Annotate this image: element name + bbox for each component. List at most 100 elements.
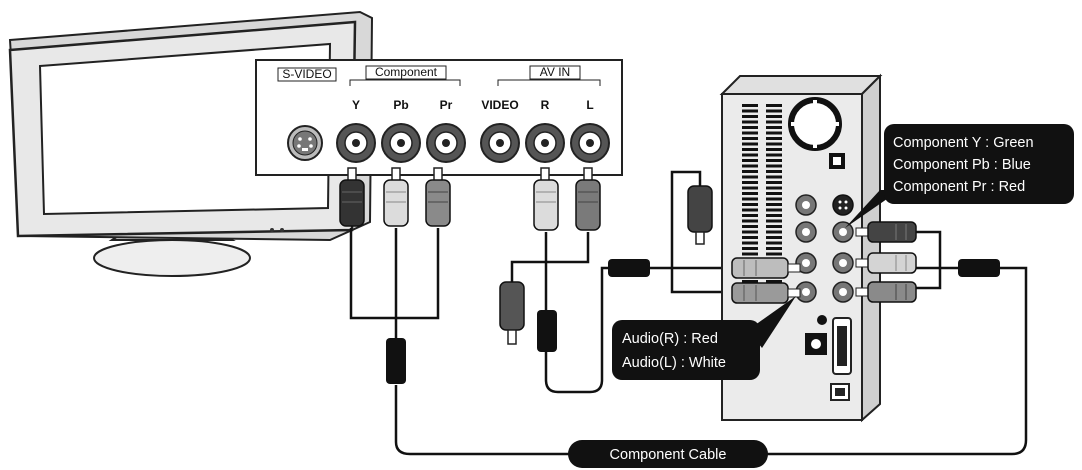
vent-slot xyxy=(766,120,782,124)
callout-component-pb: Component Pb : Blue xyxy=(893,157,1031,173)
vent-slot xyxy=(766,104,782,107)
vent-slot xyxy=(766,137,782,140)
vent-slot xyxy=(766,153,782,157)
vent-slot xyxy=(742,104,758,107)
vent-slot xyxy=(742,225,758,228)
vent-slot xyxy=(766,203,782,206)
vent-slot xyxy=(742,109,758,113)
plug-audio-l-device xyxy=(731,282,801,304)
device-jack xyxy=(795,194,817,216)
vent-slot xyxy=(766,192,782,195)
ferrite-core xyxy=(958,259,1000,277)
vent-slot xyxy=(742,197,758,201)
vent-slot xyxy=(766,236,782,239)
port-label-pb: Pb xyxy=(393,98,408,112)
vent-slot xyxy=(742,186,758,190)
vent-slot xyxy=(766,247,782,250)
callout-audio-r: Audio(R) : Red xyxy=(622,331,718,347)
component-cable-label: Component Cable xyxy=(568,440,768,468)
component-color-callout: Component Y : Green Component Pb : Blue … xyxy=(845,124,1074,228)
vent-slot xyxy=(766,186,782,190)
vent-slot xyxy=(766,197,782,201)
vent-slot xyxy=(766,170,782,173)
ferrite-core xyxy=(386,338,406,384)
vent-slot xyxy=(742,181,758,184)
vent-slot xyxy=(742,153,758,157)
device-jack xyxy=(795,221,817,243)
vent-slot xyxy=(766,164,782,168)
callout-audio-l: Audio(L) : White xyxy=(622,355,726,371)
vent-slot xyxy=(766,241,782,245)
plug-component-pb-device xyxy=(855,252,917,274)
device-jack-component-y xyxy=(832,221,854,243)
rca-jack-l xyxy=(570,123,610,163)
vent-slot xyxy=(742,142,758,146)
rca-jack-pb xyxy=(381,123,421,163)
vent-slot xyxy=(742,219,758,223)
vent-slot xyxy=(742,241,758,245)
led-icon xyxy=(817,315,827,325)
svideo-label: S-VIDEO xyxy=(282,67,331,81)
vent-slot xyxy=(742,175,758,179)
plug-component-y-device xyxy=(855,221,917,243)
vent-slot xyxy=(766,280,782,283)
vent-slot xyxy=(766,181,782,184)
vent-slot xyxy=(742,126,758,129)
plug-audio-r-device xyxy=(731,257,801,279)
plug-y xyxy=(339,167,365,227)
vent-slot xyxy=(742,208,758,212)
vent-slot xyxy=(742,252,758,256)
callout-component-y: Component Y : Green xyxy=(893,135,1034,151)
callout-component-pr: Component Pr : Red xyxy=(893,179,1025,195)
plug-video-dangling-left xyxy=(499,281,525,345)
plug-audio-l-tv xyxy=(575,167,601,231)
vent-slot xyxy=(742,170,758,173)
rca-jack-video xyxy=(480,123,520,163)
svideo-port xyxy=(287,125,323,161)
ferrite-core xyxy=(608,259,650,277)
vent-slot xyxy=(742,203,758,206)
vent-slot xyxy=(766,208,782,212)
vent-slot xyxy=(766,214,782,217)
vent-slot xyxy=(742,164,758,168)
vent-slot xyxy=(742,148,758,151)
vent-slot xyxy=(766,126,782,129)
vent-slot xyxy=(766,159,782,162)
plug-audio-r-tv xyxy=(533,167,559,231)
tv-input-panel: S-VIDEO Component AV IN Y Pb Pr VIDEO R … xyxy=(255,59,623,176)
ferrite-core xyxy=(537,310,557,352)
vent-slot xyxy=(766,252,782,256)
port-label-l: L xyxy=(586,98,593,112)
vent-slot xyxy=(742,214,758,217)
vent-slot xyxy=(766,148,782,151)
rca-jack-r xyxy=(525,123,565,163)
component-cable-text: Component Cable xyxy=(610,447,727,463)
vent-slot xyxy=(766,131,782,135)
device-svideo-port xyxy=(832,194,854,216)
vent-slot xyxy=(766,142,782,146)
plug-pb xyxy=(383,167,409,227)
plug-pr xyxy=(425,167,451,227)
plug-video-dangling-top xyxy=(687,185,713,245)
vent-slot xyxy=(742,159,758,162)
vent-slot xyxy=(766,109,782,113)
vent-slot xyxy=(742,247,758,250)
port-label-video: VIDEO xyxy=(481,98,518,112)
device-jack xyxy=(795,252,817,274)
port-label-r: R xyxy=(541,98,550,112)
vent-slot xyxy=(742,236,758,239)
rca-jack-pr xyxy=(426,123,466,163)
vent-slot xyxy=(742,131,758,135)
vent-slot xyxy=(742,280,758,283)
audio-color-callout: Audio(R) : Red Audio(L) : White xyxy=(612,296,796,380)
vent-slot xyxy=(766,219,782,223)
device-jack-component-pb xyxy=(832,252,854,274)
device-jack-component-pr xyxy=(832,281,854,303)
component-label: Component xyxy=(375,65,438,79)
port-label-y: Y xyxy=(352,98,360,112)
rca-jack-y xyxy=(336,123,376,163)
vent-slot xyxy=(742,192,758,195)
port-label-pr: Pr xyxy=(440,98,453,112)
vent-slot xyxy=(742,137,758,140)
